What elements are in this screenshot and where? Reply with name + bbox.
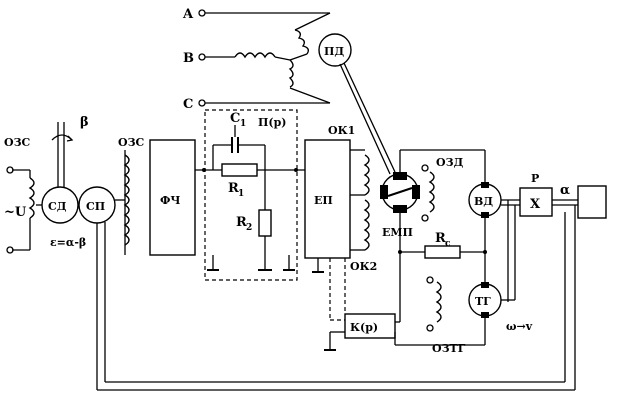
label-phase-c: C <box>183 97 193 112</box>
vd-motor <box>468 150 520 260</box>
tg-tachogenerator <box>395 200 516 346</box>
load-block <box>577 185 607 219</box>
label-u-source: ~U <box>4 205 27 220</box>
label-vd: ВД <box>474 195 493 208</box>
label-alpha: α <box>560 183 570 198</box>
label-rc: R <box>435 231 446 246</box>
ozd-coil <box>421 164 435 222</box>
correction-network <box>195 125 305 271</box>
label-phase-a: A <box>182 7 194 22</box>
kp-block <box>344 313 396 339</box>
label-fch: ФЧ <box>160 194 180 207</box>
label-c1-sub: 1 <box>240 119 246 129</box>
label-sp: СП <box>86 200 105 213</box>
label-reducer-p: P <box>531 172 539 185</box>
label-ok1: ОК1 <box>328 124 355 137</box>
ep-block <box>304 139 351 259</box>
kp-connections <box>324 258 401 351</box>
label-omega-v: ω→v <box>506 320 533 333</box>
label-phase-b: B <box>183 51 194 66</box>
rc-resistor <box>398 245 487 259</box>
ep-grounds <box>312 258 324 273</box>
label-r2-sub: 2 <box>246 223 252 233</box>
pd-motor <box>318 33 396 175</box>
phase-supply <box>198 9 331 107</box>
label-ozd: ОЗД <box>436 156 464 169</box>
correction-network-outline <box>204 109 298 281</box>
sd-motor <box>41 186 79 224</box>
label-x-block: X <box>530 197 541 212</box>
label-emp: ЕМП <box>382 226 413 239</box>
label-r2: R <box>236 215 247 230</box>
label-ozs-mid: ОЗС <box>118 136 145 149</box>
label-ozs-left: ОЗС <box>4 136 31 149</box>
label-tg: ТГ <box>475 295 491 308</box>
reducer-block <box>519 187 553 217</box>
label-epsilon: ε=α-β <box>50 236 86 249</box>
ozs-coil <box>115 150 130 255</box>
label-beta: β <box>80 115 89 130</box>
label-oztg: ОЗТГ <box>432 342 466 355</box>
label-rc-sub: c <box>445 239 451 249</box>
control-windings <box>350 149 370 251</box>
load-shaft <box>552 199 578 206</box>
oztg-coil <box>426 276 442 332</box>
label-c1: C <box>230 111 240 126</box>
fch-block <box>149 139 196 256</box>
emp-generator <box>380 149 485 300</box>
labels: A B C ПД ОЗС β ~U СД СП ε=α-β ОЗС ФЧ C 1… <box>4 7 570 355</box>
label-sd: СД <box>48 200 67 213</box>
label-ep: ЕП <box>314 194 333 207</box>
synchro-section <box>6 122 576 391</box>
label-k-block: К(p) <box>350 321 378 334</box>
label-p-block: П(p) <box>258 116 287 129</box>
label-pd: ПД <box>324 45 344 58</box>
label-r1-sub: 1 <box>238 189 244 199</box>
label-ok2: ОК2 <box>350 260 377 273</box>
label-r1: R <box>228 181 239 196</box>
